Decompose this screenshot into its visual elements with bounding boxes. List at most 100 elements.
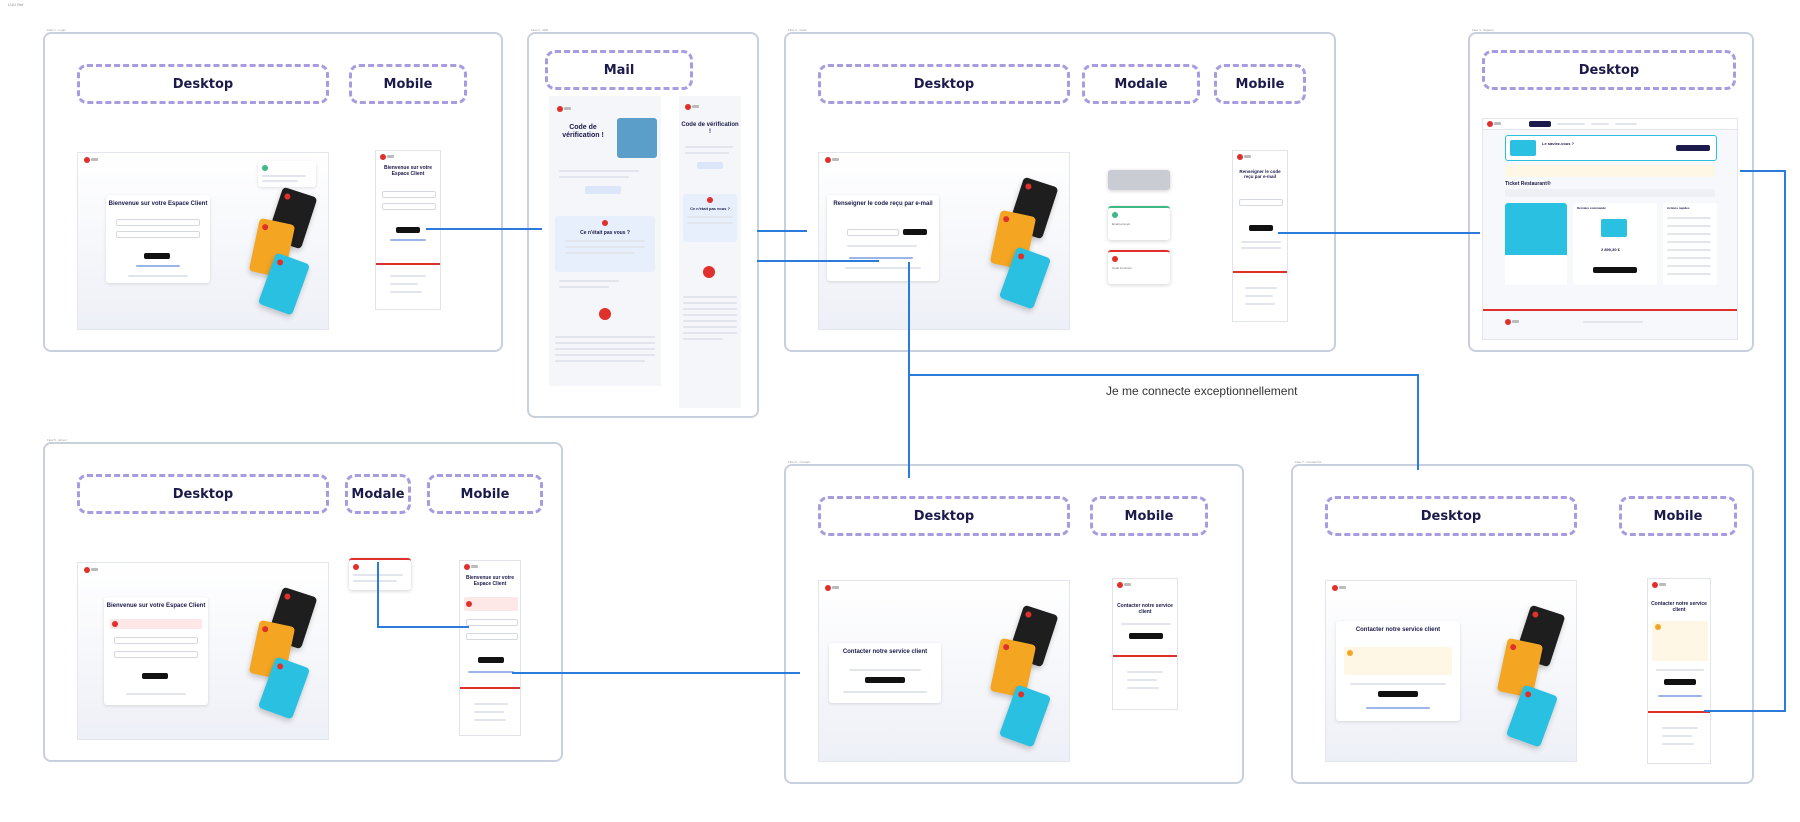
frame-contact-bis: Flow 7 - Contact bis Desktop Mobile Cont… (1291, 460, 1754, 784)
frame-tag: Flow 1 - Login (47, 28, 66, 32)
password-field[interactable] (382, 203, 436, 210)
info-banner (1505, 165, 1715, 177)
footer-divider (1113, 655, 1177, 657)
brand-logo (84, 567, 98, 573)
arrow-espace-return (1704, 710, 1786, 712)
login-title: Bienvenue sur votre Espace Client (465, 575, 515, 587)
email-field[interactable] (382, 191, 436, 198)
mail-question: Ce n'était pas vous ? (580, 230, 630, 236)
label-desktop: Desktop (818, 64, 1070, 104)
notification-toast (258, 161, 316, 187)
ticket-info (1505, 255, 1567, 285)
warning-box: Ce n'était pas vous ? (555, 216, 655, 272)
promo-icon (1510, 140, 1536, 156)
login-button[interactable] (478, 657, 504, 663)
ticket-card (1505, 203, 1567, 285)
brand-logo (380, 154, 394, 160)
brand-logo-footer (703, 266, 715, 278)
code-panel: Renseigner le code reçu par e-mail (827, 195, 939, 281)
password-field[interactable] (466, 633, 518, 640)
arrow-modal-down (377, 562, 379, 628)
frame-tag: Flow 2 - Mail (531, 28, 549, 32)
brand-logo (685, 104, 699, 110)
brand-logo (1237, 154, 1251, 160)
warning-icon (1347, 650, 1353, 656)
login-title: Bienvenue sur votre Espace Client (383, 165, 433, 177)
modal-sent-text: Email envoyé (1112, 222, 1131, 226)
code-field[interactable] (847, 229, 899, 236)
phone-button[interactable] (865, 677, 905, 683)
contact-title: Contacter notre service client (842, 649, 928, 655)
desktop-error-screen: Bienvenue sur votre Espace Client (77, 562, 329, 740)
order-card-image (1601, 219, 1627, 237)
arrow-login-to-mail (426, 228, 542, 230)
brand-logo (825, 585, 839, 591)
top-nav (1483, 119, 1737, 130)
mobile-contact-screen: Contacter notre service client (1112, 578, 1178, 710)
password-field[interactable] (114, 651, 198, 658)
warning-icon (1655, 624, 1661, 630)
phone-button[interactable] (1129, 633, 1163, 639)
label-desktop: Desktop (77, 474, 329, 514)
desktop-contact-bis-screen: Contacter notre service client (1325, 580, 1577, 762)
order-card: Dernière commande 2 890,30 € (1573, 203, 1657, 285)
desktop-code-screen: Renseigner le code reçu par e-mail (818, 152, 1070, 330)
footer-divider (460, 687, 520, 689)
login-button[interactable] (144, 253, 170, 259)
forgot-link[interactable] (136, 265, 180, 267)
phone-button[interactable] (1664, 679, 1696, 685)
order-button[interactable] (1593, 267, 1637, 273)
error-alert (110, 619, 202, 629)
brand-logo (557, 106, 571, 112)
label-mobile: Mobile (427, 474, 543, 514)
email-field[interactable] (114, 637, 198, 644)
code-field[interactable] (1239, 199, 1283, 206)
frame-code: Flow 3 - Code Desktop Modale Mobile Rens… (784, 28, 1336, 352)
ticket-title: Ticket Restaurant® (1505, 181, 1551, 187)
password-field[interactable] (116, 231, 200, 238)
arrow-espace-down (1784, 170, 1786, 712)
warning-box (1344, 647, 1452, 675)
login-panel: Bienvenue sur votre Espace Client (104, 597, 208, 705)
nav-tab-active[interactable] (1529, 121, 1551, 127)
login-button[interactable] (142, 673, 168, 679)
quick-actions: Actions rapides (1663, 203, 1717, 285)
label-mobile: Mobile (1214, 64, 1306, 104)
mail-photo (617, 118, 657, 158)
arrow-error-to-contact (512, 672, 800, 674)
promo-title: Le saviez-vous ? (1542, 141, 1575, 146)
brand-logo (825, 157, 839, 163)
contact-panel: Contacter notre service client (829, 643, 941, 703)
label-mobile: Mobile (349, 64, 467, 104)
brand-logo (464, 564, 478, 570)
arrow-code-to-mail (757, 260, 879, 262)
desktop-login-screen: Bienvenue sur votre Espace Client (77, 152, 329, 330)
error-icon (353, 564, 359, 570)
mobile-contact-bis-screen: Contacter notre service client (1647, 578, 1711, 764)
email-field[interactable] (116, 219, 200, 226)
email-field[interactable] (466, 619, 518, 626)
label-mobile: Mobile (1090, 496, 1208, 536)
brand-logo (84, 157, 98, 163)
connector-label: Je me connecte exceptionnellement (1106, 384, 1298, 398)
frame-erreur: Flow 5 - Erreur Desktop Modale Mobile Bi… (43, 438, 563, 762)
error-icon (112, 621, 118, 627)
label-desktop: Desktop (77, 64, 329, 104)
modal-error-text: Code incorrect (1112, 266, 1132, 270)
footer-divider (1648, 711, 1710, 713)
promo-banner: Le saviez-vous ? (1505, 135, 1717, 161)
order-amount: 2 890,30 € (1601, 247, 1620, 252)
contact-title: Contacter notre service client (1651, 601, 1707, 613)
actions-title: Actions rapides (1667, 206, 1690, 210)
login-title: Bienvenue sur votre Espace Client (108, 201, 208, 207)
phone-button[interactable] (1378, 691, 1418, 697)
promo-button[interactable] (1676, 145, 1710, 151)
mail-title: Code de vérification ! (562, 124, 604, 139)
login-button[interactable] (396, 227, 420, 233)
code-box (697, 162, 723, 169)
label-mobile: Mobile (1619, 496, 1737, 536)
confirm-button[interactable] (1249, 225, 1273, 231)
modal-error (349, 558, 411, 590)
brand-logo (1332, 585, 1346, 591)
confirm-button[interactable] (903, 229, 927, 235)
